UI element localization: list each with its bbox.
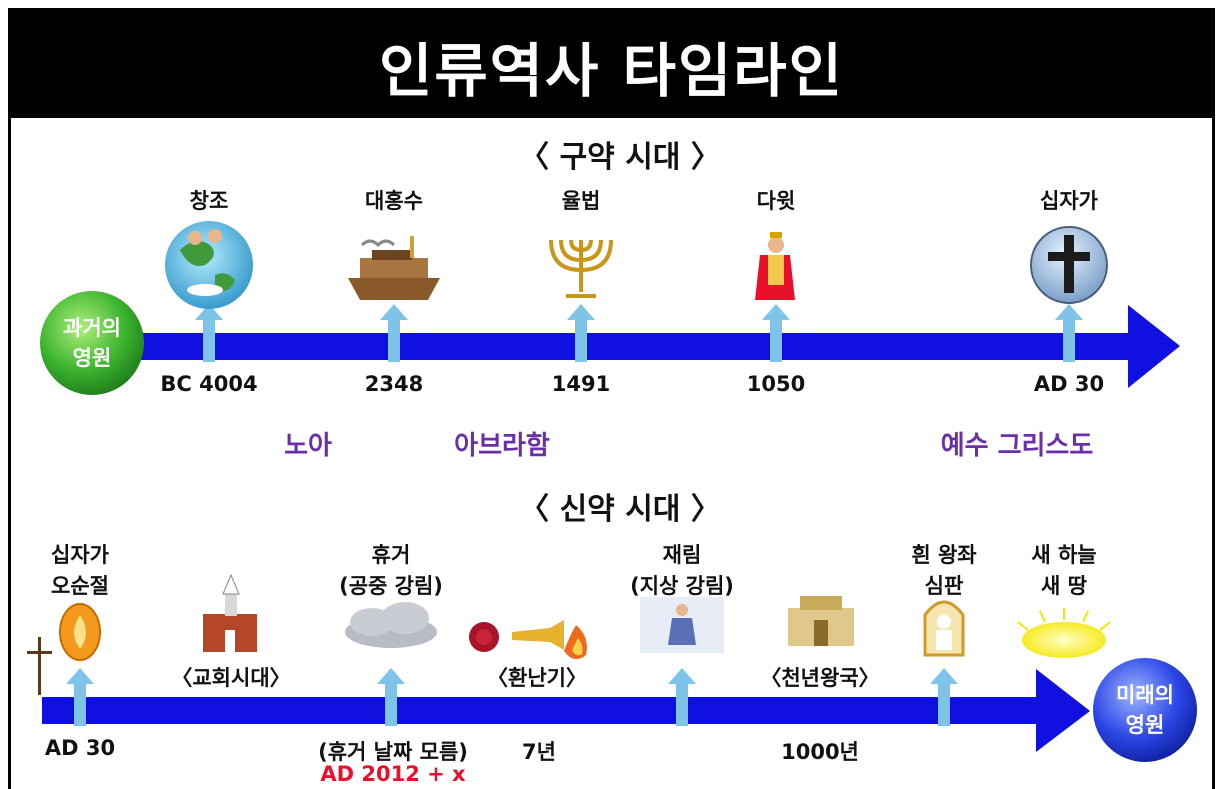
ot-year-creation: BC 4004 [160, 372, 258, 396]
noah-ark-icon [348, 236, 440, 300]
nt-event-pentecost-line1: 십자가 [51, 543, 109, 567]
future-eternity-line1: 미래의 [1116, 683, 1174, 707]
temple-icon [788, 596, 854, 646]
second-coming-icon [640, 597, 724, 653]
ot-year-cross: AD 30 [1033, 372, 1105, 396]
ot-heading: 〈 구약 시대 〉 [519, 140, 721, 175]
future-eternity-line2: 영원 [1125, 713, 1165, 737]
cross-globe-icon [1030, 226, 1108, 304]
nt-year-tribulation: 7년 [522, 740, 556, 764]
nt-event-new-heaven: 새 하늘 새 땅 [964, 540, 1164, 602]
person-noah: 노아 [284, 431, 332, 461]
nt-year-rapture: (휴거 날짜 모름) [318, 740, 468, 764]
nt-pointers [66, 668, 958, 726]
flame-seed-icon [59, 603, 101, 661]
trumpet-icon [512, 620, 564, 650]
cloud-icon [345, 602, 437, 648]
future-eternity-label: 미래의 영원 [1093, 680, 1197, 740]
ot-pointers [195, 304, 1083, 362]
person-jesus-christ: 예수 그리스도 [940, 431, 1094, 461]
nt-event-pentecost: 십자가 오순절 [0, 540, 180, 602]
nt-event-white-throne-line2: 심판 [924, 574, 964, 598]
nt-event-rapture: 휴거 (공중 강림) [291, 540, 491, 602]
ot-event-label-flood: 대홍수 [365, 189, 423, 213]
ot-year-flood: 2348 [364, 372, 424, 396]
white-throne-icon [923, 600, 965, 657]
new-heaven-icon [1017, 608, 1111, 658]
nt-timeline-arrow [42, 669, 1090, 752]
past-eternity-line2: 영원 [72, 346, 112, 370]
past-eternity-label: 과거의 영원 [40, 313, 144, 373]
ot-event-label-law: 율법 [561, 189, 601, 213]
ot-year-law: 1491 [551, 372, 611, 396]
wax-seal-icon [469, 622, 499, 652]
nt-event-new-heaven-line2: 새 땅 [1041, 574, 1087, 598]
ot-event-label-cross: 십자가 [1040, 189, 1098, 213]
church-icon [203, 573, 257, 652]
nt-event-white-throne: 흰 왕좌 심판 [844, 540, 1044, 602]
frame-left-border [8, 118, 11, 789]
period-tribulation: 〈환난기〉 [487, 666, 587, 690]
nt-event-rapture-line2: (공중 강림) [339, 574, 443, 598]
nt-year-rapture-guess: AD 2012 + x [320, 762, 466, 786]
nt-event-rapture-line1: 휴거 [371, 543, 411, 567]
fire-bowl-icon [564, 625, 587, 660]
frame-right-border [1212, 118, 1215, 789]
nt-year-millennium: 1000년 [781, 740, 859, 764]
menorah-icon [549, 239, 613, 298]
nt-event-pentecost-line2: 오순절 [51, 574, 109, 598]
king-david-icon [755, 232, 795, 300]
nt-year-start: AD 30 [44, 736, 116, 760]
person-abraham: 아브라함 [454, 431, 550, 461]
nt-heading: 〈 신약 시대 〉 [519, 492, 721, 527]
nt-event-second-coming-line2: (지상 강림) [630, 574, 734, 598]
nt-event-second-coming-line1: 재림 [662, 543, 702, 567]
ot-event-label-david: 다윗 [756, 189, 796, 213]
title-bar [8, 8, 1215, 118]
nt-event-white-throne-line1: 흰 왕좌 [911, 543, 977, 567]
nt-event-new-heaven-line1: 새 하늘 [1031, 543, 1097, 567]
ot-year-david: 1050 [746, 372, 806, 396]
period-millennium: 〈천년왕국〉 [760, 666, 880, 690]
period-church: 〈교회시대〉 [171, 666, 291, 690]
ot-event-label-creation: 창조 [189, 189, 229, 213]
earth-creation-icon [165, 221, 253, 309]
past-eternity-circle [40, 291, 144, 395]
page-title: 인류역사 타임라인 [378, 37, 845, 105]
future-eternity-circle [1093, 658, 1197, 762]
small-cross-icon [27, 637, 52, 695]
past-eternity-line1: 과거의 [63, 316, 121, 340]
ot-timeline-arrow [130, 305, 1180, 388]
nt-event-second-coming: 재림 (지상 강림) [582, 540, 782, 602]
